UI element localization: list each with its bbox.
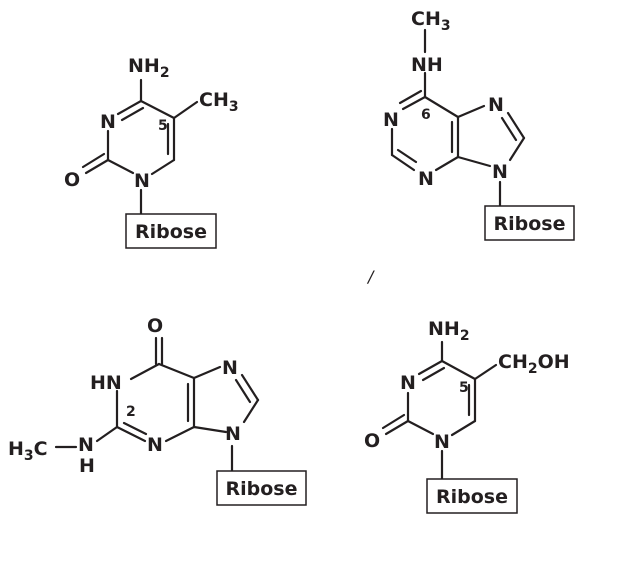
position-number: 2 bbox=[126, 404, 136, 420]
nitrogen-n3: N bbox=[147, 434, 163, 456]
nitrogen-n3: N bbox=[400, 372, 416, 394]
ribose-box bbox=[125, 213, 217, 249]
hydroxymethyl-group: CH2OH bbox=[498, 351, 570, 377]
bond bbox=[120, 106, 145, 122]
amino-nh: NH bbox=[411, 54, 443, 76]
bond bbox=[506, 111, 526, 140]
methyl-group: H3C bbox=[8, 438, 48, 464]
amino-group: NH2 bbox=[128, 55, 170, 81]
molecule-n6-methyladenosine: CH3 NH N N N N 6 Ribose bbox=[383, 8, 575, 241]
bond bbox=[84, 158, 110, 175]
bond bbox=[381, 413, 406, 430]
nitrogen-n7: N bbox=[222, 357, 238, 379]
nitrogen-n1: N bbox=[134, 170, 150, 192]
nitrogen-n1: N bbox=[434, 431, 450, 453]
bond bbox=[456, 155, 492, 168]
bond bbox=[456, 104, 486, 119]
molecule-n2-methylguanosine: O HN N N N N H H3C 2 Ribose bbox=[8, 315, 307, 506]
ribose-box bbox=[484, 205, 575, 241]
bond bbox=[500, 116, 518, 142]
nitrogen-n9: N bbox=[492, 161, 508, 183]
bond bbox=[417, 359, 444, 376]
stray-mark: / bbox=[366, 267, 375, 286]
bond bbox=[122, 421, 148, 436]
nitrogen-n7: N bbox=[488, 94, 504, 116]
nitrogen-n3: N bbox=[418, 168, 434, 190]
bond bbox=[242, 398, 260, 424]
nitrogen-n1: N bbox=[383, 109, 399, 131]
amino-group: NH2 bbox=[428, 318, 470, 344]
bond bbox=[139, 99, 176, 120]
carbonyl-oxygen: O bbox=[147, 315, 163, 337]
bond bbox=[421, 366, 446, 382]
amino-hydrogen: H bbox=[79, 455, 95, 477]
bond bbox=[115, 425, 147, 443]
methyl-group: CH3 bbox=[199, 89, 239, 115]
bond bbox=[508, 136, 526, 162]
ribose-label: Ribose bbox=[226, 478, 298, 500]
position-number: 6 bbox=[421, 107, 431, 123]
ribose-label: Ribose bbox=[494, 213, 566, 235]
amino-nitrogen: N bbox=[78, 434, 94, 456]
position-number: 5 bbox=[459, 380, 469, 396]
bond bbox=[423, 95, 460, 119]
nitrogen-n1-h: HN bbox=[90, 372, 122, 394]
molecule-5-hydroxymethylcytidine: NH2 CH2OH N N O 5 Ribose bbox=[364, 318, 570, 514]
position-number: 5 bbox=[158, 118, 168, 134]
bond bbox=[450, 419, 477, 437]
bond bbox=[434, 155, 460, 172]
bond bbox=[150, 158, 176, 176]
nitrogen-n9: N bbox=[225, 423, 241, 445]
bond bbox=[473, 363, 498, 381]
nitrogen-n3: N bbox=[100, 111, 116, 133]
molecule-5-methylcytidine: NH2 CH3 N N O 5 Ribose bbox=[64, 55, 239, 249]
methyl-group: CH3 bbox=[411, 8, 451, 34]
bond bbox=[172, 100, 199, 120]
bond bbox=[390, 153, 416, 172]
bond bbox=[240, 373, 260, 402]
ribose-box bbox=[216, 470, 307, 506]
bond bbox=[396, 148, 418, 164]
bond bbox=[192, 425, 228, 434]
bond bbox=[384, 419, 410, 436]
bond bbox=[164, 425, 196, 443]
bond bbox=[398, 89, 423, 105]
bond bbox=[401, 95, 427, 111]
bond bbox=[129, 362, 161, 381]
bond bbox=[440, 359, 477, 381]
ribose-label: Ribose bbox=[436, 486, 508, 508]
bond bbox=[406, 419, 435, 436]
bond bbox=[157, 362, 196, 380]
bond bbox=[95, 425, 119, 443]
ribose-label: Ribose bbox=[135, 221, 207, 243]
carbonyl-oxygen: O bbox=[64, 169, 80, 191]
bond bbox=[234, 378, 252, 404]
bond bbox=[81, 152, 106, 169]
bond bbox=[192, 365, 222, 380]
ribose-box bbox=[426, 478, 518, 514]
bond bbox=[106, 158, 135, 175]
carbonyl-oxygen: O bbox=[364, 430, 380, 452]
bond bbox=[116, 99, 143, 116]
